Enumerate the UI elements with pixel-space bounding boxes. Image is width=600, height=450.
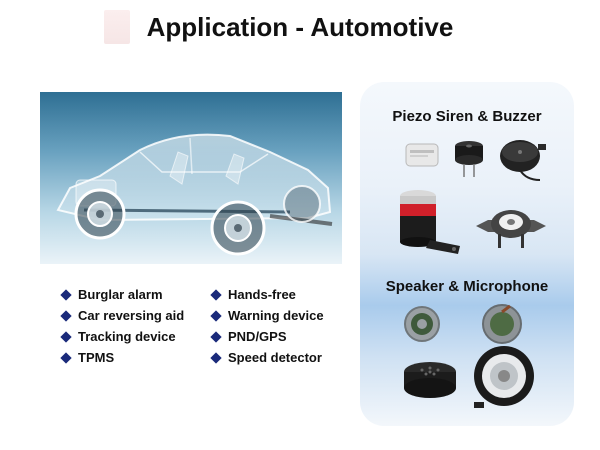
automotive-speaker-image <box>474 346 534 408</box>
list-item: PND/GPS <box>210 326 352 347</box>
list-item: Car reversing aid <box>60 305 212 326</box>
application-list: Burglar alarm Hands-free Car reversing a… <box>60 284 352 374</box>
list-item-label: Speed detector <box>228 350 322 365</box>
piezo-siren-image <box>400 190 460 254</box>
diamond-bullet-icon <box>60 330 72 343</box>
diamond-bullet-icon <box>60 351 72 364</box>
smd-buzzer-image <box>405 143 439 167</box>
list-item-label: Car reversing aid <box>78 308 185 323</box>
list-item-label: TPMS <box>78 350 115 365</box>
pin-buzzer-image <box>455 141 483 177</box>
wired-buzzer-image <box>500 140 546 181</box>
mounting-buzzer-image <box>476 210 546 248</box>
diamond-bullet-icon <box>210 288 222 301</box>
slide-title: Application - Automotive <box>146 12 454 42</box>
diamond-bullet-icon <box>60 309 72 322</box>
title-decoration <box>104 10 130 44</box>
list-item-label: Hands-free <box>228 287 296 302</box>
speaker-section-title: Speaker & Microphone <box>385 278 549 295</box>
diamond-bullet-icon <box>60 288 72 301</box>
list-item: Hands-free <box>210 284 352 305</box>
list-item-label: Tracking device <box>78 329 176 344</box>
list-item: Speed detector <box>210 347 352 368</box>
diamond-bullet-icon <box>210 309 222 322</box>
diamond-bullet-icon <box>210 330 222 343</box>
car-illustration <box>40 92 342 264</box>
product-panel: Piezo Siren & Buzzer Speaker <box>360 82 574 426</box>
list-item: TPMS <box>60 347 212 368</box>
list-item-label: PND/GPS <box>228 329 287 344</box>
speaker-grille-image <box>404 362 456 398</box>
list-item: Warning device <box>210 305 352 326</box>
list-item-label: Warning device <box>228 308 324 323</box>
list-item-label: Burglar alarm <box>78 287 163 302</box>
list-item: Tracking device <box>60 326 212 347</box>
list-item: Burglar alarm <box>60 284 212 305</box>
mini-speaker-image <box>482 304 522 344</box>
microphone-capsule-image <box>404 306 440 342</box>
diamond-bullet-icon <box>210 351 222 364</box>
piezo-section-title: Piezo Siren & Buzzer <box>392 108 542 125</box>
